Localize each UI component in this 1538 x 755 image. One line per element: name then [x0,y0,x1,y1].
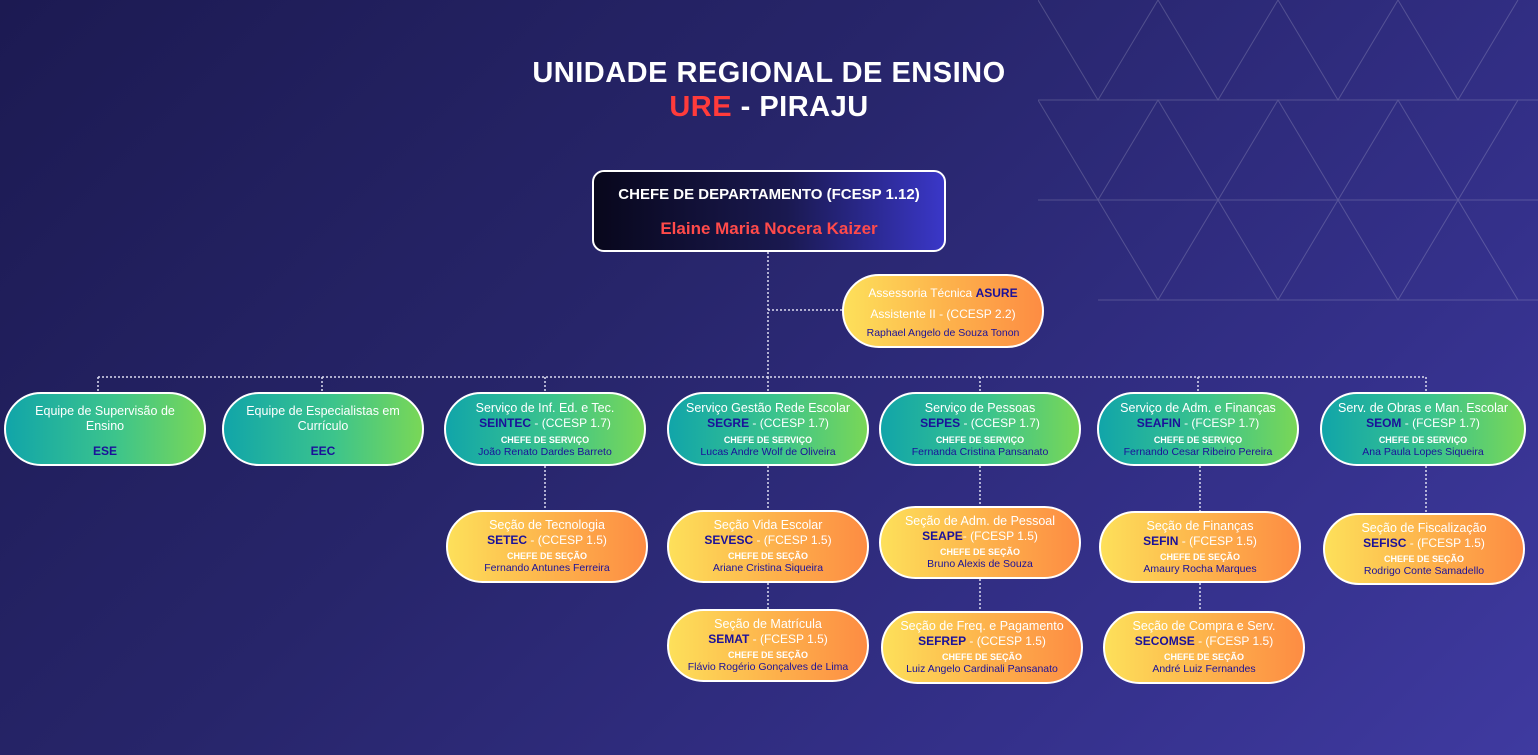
service-box-seintec: Serviço de Inf. Ed. e Tec. SEINTEC - (CC… [444,392,646,466]
section-role: CHEFE DE SEÇÃO [727,650,808,660]
section-code: SETEC - (CCESP 1.5) [487,533,607,547]
section-box-secomse: Seção de Compra e Serv. SECOMSE - (FCESP… [1103,611,1305,684]
section-code: SECOMSE - (FCESP 1.5) [1134,634,1274,648]
section-title: Seção de Fiscalização [1361,521,1487,535]
team-box-eec: Equipe de Especialistas em Currículo EEC [222,392,424,466]
section-code: SEFISC - (FCESP 1.5) [1363,536,1485,550]
service-role: CHEFE DE SERVIÇO [723,435,813,445]
section-title: Seção de Tecnologia [489,518,605,532]
section-role: CHEFE DE SEÇÃO [727,551,808,561]
service-title: Serviço de Inf. Ed. e Tec. [475,401,615,415]
section-code: SEFREP - (CCESP 1.5) [918,634,1046,648]
section-name: André Luiz Fernandes [1152,663,1256,675]
service-role: CHEFE DE SERVIÇO [1153,435,1243,445]
section-box-sefisc: Seção de Fiscalização SEFISC - (FCESP 1.… [1323,513,1525,585]
section-name: Flávio Rogério Gonçalves de Lima [687,661,849,673]
team-title: Currículo [297,419,349,433]
section-box-sefin: Seção de Finanças SEFIN - (FCESP 1.5) CH… [1099,511,1301,583]
service-name: Ana Paula Lopes Siqueira [1362,446,1484,458]
service-box-segre: Serviço Gestão Rede Escolar SEGRE - (CCE… [667,392,869,466]
section-role: CHEFE DE SEÇÃO [1163,652,1244,662]
section-title: Seção de Freq. e Pagamento [900,619,1064,633]
team-title: Ensino [85,419,125,433]
team-abbr: ESE [92,444,117,458]
section-role: CHEFE DE SEÇÃO [939,547,1020,557]
section-role: CHEFE DE SEÇÃO [941,652,1022,662]
chief-role: CHEFE DE DEPARTAMENTO (FCESP 1.12) [618,186,920,203]
title-highlight: URE [669,91,733,123]
section-box-seape: Seção de Adm. de Pessoal SEAPE- (FCESP 1… [879,506,1081,579]
service-code: SEAFIN - (FCESP 1.7) [1136,416,1260,430]
section-box-setec: Seção de Tecnologia SETEC - (CCESP 1.5) … [446,510,648,583]
service-box-seafin: Serviço de Adm. e Finanças SEAFIN - (FCE… [1097,392,1299,466]
team-box-ese: Equipe de Supervisão de Ensino ESE [4,392,206,466]
service-name: Lucas Andre Wolf de Oliveira [700,446,836,458]
service-name: João Renato Dardes Barreto [478,446,612,458]
team-title: Equipe de Especialistas em [246,404,400,418]
section-title: Seção de Finanças [1146,519,1254,533]
service-name: Fernando Cesar Ribeiro Pereira [1123,446,1273,458]
assessoria-name: Raphael Angelo de Souza Tonon [866,327,1020,339]
service-title: Serviço de Adm. e Finanças [1120,401,1276,415]
team-title: Equipe de Supervisão de [35,404,175,418]
service-name: Fernanda Cristina Pansanato [911,446,1049,458]
team-abbr: EEC [310,444,336,458]
section-title: Seção de Compra e Serv. [1132,619,1276,633]
section-role: CHEFE DE SEÇÃO [1383,554,1464,564]
service-role: CHEFE DE SERVIÇO [500,435,590,445]
service-title: Serviço Gestão Rede Escolar [686,401,850,415]
service-title: Serviço de Pessoas [924,401,1036,415]
section-role: CHEFE DE SEÇÃO [506,551,587,561]
title-line-1: UNIDADE REGIONAL DE ENSINO [532,57,1006,89]
background-pattern [1038,0,1538,301]
section-name: Bruno Alexis de Souza [927,558,1033,570]
section-code: SEFIN - (FCESP 1.5) [1143,534,1257,548]
section-role: CHEFE DE SEÇÃO [1159,552,1240,562]
service-code: SEOM - (FCESP 1.7) [1366,416,1480,430]
service-role: CHEFE DE SERVIÇO [935,435,1025,445]
section-box-sevesc: Seção Vida Escolar SEVESC - (FCESP 1.5) … [667,510,869,583]
assessoria-abbr: ASURE [975,286,1018,300]
section-name: Luiz Angelo Cardinali Pansanato [906,663,1058,675]
title-line-2: URE - PIRAJU [0,90,1538,124]
title-rest: - PIRAJU [732,91,869,123]
section-name: Ariane Cristina Siqueira [712,562,824,574]
chief-name: Elaine Maria Nocera Kaizer [660,219,878,238]
service-code: SEGRE - (CCESP 1.7) [707,416,829,430]
section-name: Fernando Antunes Ferreira [484,562,610,574]
section-code: SEAPE- (FCESP 1.5) [922,529,1038,543]
section-title: Seção de Adm. de Pessoal [904,514,1056,528]
page-title: UNIDADE REGIONAL DE ENSINO URE - PIRAJU [0,56,1538,124]
service-role: CHEFE DE SERVIÇO [1378,435,1468,445]
section-code: SEVESC - (FCESP 1.5) [704,533,832,547]
section-title: Seção de Matrícula [714,617,822,631]
assessoria-code: Assistente II - (CCESP 2.2) [870,307,1016,321]
chief-box: CHEFE DE DEPARTAMENTO (FCESP 1.12) Elain… [592,170,946,252]
assessoria-title: Assessoria Técnica ASURE [868,286,1018,300]
service-code: SEINTEC - (CCESP 1.7) [479,416,611,430]
section-name: Amaury Rocha Marques [1143,563,1257,575]
section-code: SEMAT - (FCESP 1.5) [708,632,828,646]
section-box-semat: Seção de Matrícula SEMAT - (FCESP 1.5) C… [667,609,869,682]
assessoria-box: Assessoria Técnica ASURE Assistente II -… [842,274,1044,348]
service-title: Serv. de Obras e Man. Escolar [1338,401,1508,415]
section-name: Rodrigo Conte Samadello [1363,565,1485,577]
section-title: Seção Vida Escolar [713,518,823,532]
service-box-sepes: Serviço de Pessoas SEPES - (CCESP 1.7) C… [879,392,1081,466]
service-code: SEPES - (CCESP 1.7) [920,416,1040,430]
section-box-sefrep: Seção de Freq. e Pagamento SEFREP - (CCE… [881,611,1083,684]
service-box-seom: Serv. de Obras e Man. Escolar SEOM - (FC… [1320,392,1526,466]
